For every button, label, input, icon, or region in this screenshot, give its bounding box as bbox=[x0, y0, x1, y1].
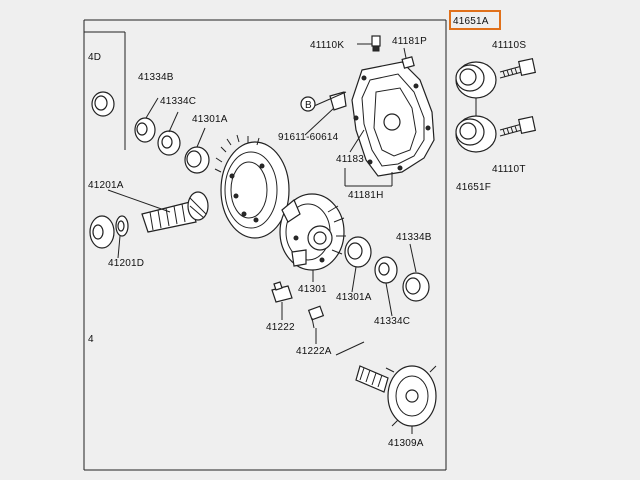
part-labels: 41651A 41110S 41110T 41651F 41110K 41181… bbox=[88, 16, 526, 449]
label-41201A: 41201A bbox=[88, 180, 124, 191]
label-41110K: 41110K bbox=[310, 40, 344, 51]
label-41110T: 41110T bbox=[492, 164, 526, 175]
part-41222A-bolt bbox=[307, 305, 325, 329]
label-41651F: 41651F bbox=[456, 182, 491, 193]
label-41334C-top: 41334C bbox=[160, 96, 196, 107]
diagram-frame bbox=[83, 19, 447, 471]
label-41334B-right: 41334B bbox=[396, 232, 432, 243]
part-left-bearing bbox=[89, 215, 115, 249]
part-41334C-shim-bot bbox=[374, 256, 398, 284]
part-91611-bolt bbox=[329, 91, 347, 111]
part-41334B-oil-seal-top bbox=[134, 117, 156, 143]
part-41181H-differential-cover bbox=[351, 61, 435, 177]
highlight-box bbox=[449, 10, 501, 30]
part-41181P-plug bbox=[401, 56, 415, 69]
label-41301A-top: 41301A bbox=[192, 114, 228, 125]
callout-b-circle bbox=[300, 96, 316, 112]
part-41222-lock-plate bbox=[271, 281, 293, 303]
label-4D: 4D bbox=[88, 52, 101, 63]
label-41110S: 41110S bbox=[492, 40, 526, 51]
label-41222A: 41222A bbox=[296, 346, 332, 357]
label-41183: 41183 bbox=[336, 154, 364, 165]
part-41110S-bolt bbox=[499, 57, 537, 79]
part-41110T-bolt bbox=[499, 115, 537, 137]
part-41301A-bearing-top bbox=[184, 146, 210, 174]
part-4D-seal bbox=[91, 91, 115, 117]
label-41222: 41222 bbox=[266, 322, 295, 333]
part-41309A-side-gear-shaft bbox=[355, 365, 437, 427]
label-B: B bbox=[305, 100, 312, 111]
label-41334C-bot: 41334C bbox=[374, 316, 410, 327]
label-41309A: 41309A bbox=[388, 438, 424, 449]
part-41334C-shim-top bbox=[157, 130, 181, 156]
label-41651A: 41651A bbox=[453, 16, 489, 27]
part-41301A-bearing-bot bbox=[344, 236, 372, 268]
part-41334B-oil-seal-right bbox=[402, 272, 430, 302]
part-41301-differential-case bbox=[279, 193, 346, 271]
part-41201D-washer bbox=[115, 215, 129, 237]
part-41651A-bearing-cap bbox=[455, 61, 497, 99]
label-41301: 41301 bbox=[298, 284, 327, 295]
label-4: 4 bbox=[88, 334, 94, 345]
label-41301A-bot: 41301A bbox=[336, 292, 372, 303]
part-41201A-drive-pinion bbox=[141, 191, 209, 233]
label-91611-60614: 91611-60614 bbox=[278, 132, 339, 143]
label-41334B-top: 41334B bbox=[138, 72, 174, 83]
part-41110K-breather bbox=[371, 35, 381, 52]
part-41651F-bearing-cap bbox=[455, 115, 497, 153]
label-41181H: 41181H bbox=[348, 190, 384, 201]
label-41181P: 41181P bbox=[392, 36, 427, 47]
label-41201D: 41201D bbox=[108, 258, 144, 269]
part-ring-gear bbox=[214, 134, 290, 239]
